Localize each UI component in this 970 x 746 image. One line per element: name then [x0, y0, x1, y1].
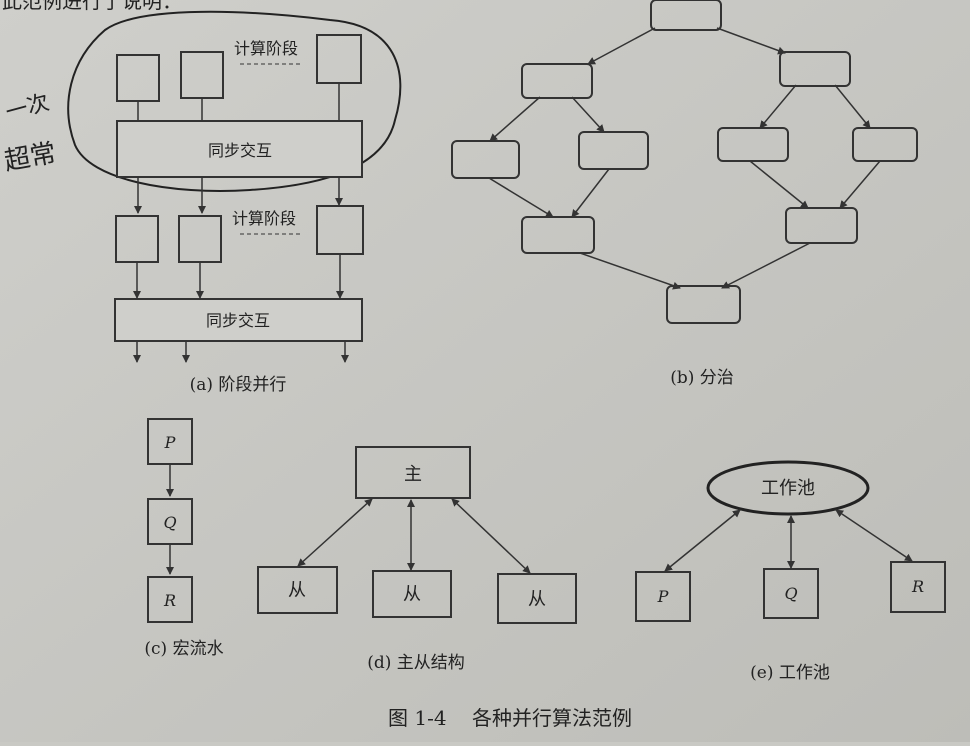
panel-a-caption: (a) 阶段并行 [190, 375, 287, 395]
worker-box [635, 571, 691, 622]
tree-node [451, 140, 520, 179]
header-fragment: 此范例进行了说明： [2, 0, 182, 13]
master-box [355, 446, 471, 499]
tree-node [578, 131, 649, 170]
worker-label-r: R [911, 577, 924, 596]
work-pool-ellipse [706, 460, 870, 516]
sync-label: 同步交互 [208, 141, 272, 160]
bidirectional-arrow [835, 509, 913, 562]
panel-b-caption: (b) 分治 [670, 368, 734, 388]
arrow [749, 160, 809, 209]
tree-node [717, 127, 789, 162]
figure-caption: 图 1-4 各种并行算法范例 [388, 706, 632, 730]
panel-d-master-slave: 主 从 从 从 (d) 主从结构 [257, 446, 577, 673]
bidirectional-arrow [664, 509, 741, 572]
arrow [839, 160, 881, 209]
arrow [716, 27, 786, 55]
arrow [489, 96, 541, 142]
sync-label: 同步交互 [206, 311, 270, 330]
panel-b-divide-and-conquer: (b) 分治 [451, 0, 918, 388]
tree-node [650, 0, 722, 31]
arrow [587, 27, 656, 65]
tree-node [785, 207, 858, 244]
panel-e-caption: (e) 工作池 [750, 663, 830, 683]
slave-label: 从 [403, 584, 421, 605]
pipeline-node-p: P [164, 433, 176, 452]
bidirectional-arrow [451, 498, 531, 574]
tree-node [521, 63, 593, 99]
panel-a-stage-parallel: 计算阶段 同步交互 计算阶段 同步交互 (a) 阶段并行 [114, 34, 364, 395]
handwritten-note: 一次 超常 [2, 90, 58, 177]
arrow [834, 84, 871, 129]
slave-box [497, 573, 577, 624]
master-label: 主 [404, 464, 422, 485]
panel-d-caption: (d) 主从结构 [367, 653, 465, 673]
worker-label-p: P [657, 587, 669, 606]
tree-node [666, 285, 741, 324]
compute-stage-label: 计算阶段 [234, 39, 298, 58]
arrow [571, 168, 610, 218]
panel-e-work-pool: 工作池 P Q R (e) 工作池 [635, 460, 946, 683]
arrow [579, 252, 681, 290]
pipeline-node-r: R [163, 591, 176, 610]
worker-box [890, 561, 946, 613]
slave-box [257, 566, 338, 614]
sync-bar [116, 120, 363, 178]
compute-stage-label: 计算阶段 [232, 209, 296, 228]
arrow [488, 177, 554, 218]
slave-box [372, 570, 452, 618]
tree-node [521, 216, 595, 254]
sync-bar [114, 298, 363, 342]
worker-label-q: Q [784, 584, 797, 603]
panel-c-macro-pipeline: P Q R (c) 宏流水 [144, 418, 224, 659]
pipeline-stage-box [147, 576, 193, 623]
tree-node [779, 51, 851, 87]
arrow [571, 96, 605, 133]
slave-label: 从 [288, 580, 306, 601]
worker-box [763, 568, 819, 619]
arrow [721, 242, 811, 289]
bidirectional-arrow [297, 498, 373, 567]
panel-c-caption: (c) 宏流水 [144, 639, 223, 659]
arrow [759, 84, 797, 129]
pipeline-node-q: Q [163, 513, 176, 532]
work-pool-label: 工作池 [761, 478, 815, 499]
slave-label: 从 [528, 589, 546, 610]
tree-node [852, 127, 918, 162]
